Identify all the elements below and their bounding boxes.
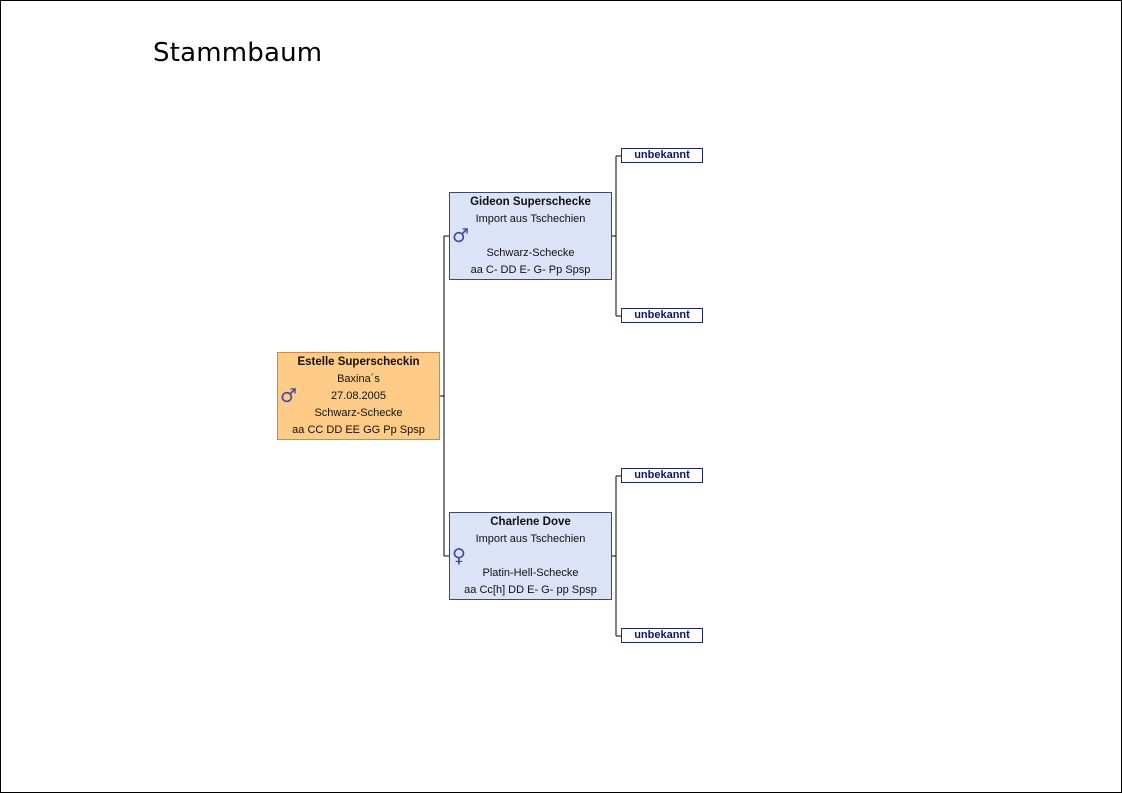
male-icon: ♂ [452, 225, 470, 247]
mother-color: Platin-Hell-Schecke [482, 567, 579, 579]
mother-name: Charlene Dove [490, 516, 571, 528]
root-birthdate: 27.08.2005 [330, 390, 387, 402]
grandparent-unknown-box[interactable]: unbekannt [621, 148, 703, 163]
grandparent-unknown-box[interactable]: unbekannt [621, 308, 703, 323]
root-name: Estelle Superscheckin [297, 356, 420, 368]
mother-birthdate [450, 548, 611, 565]
father-name: Gideon Superschecke [470, 196, 591, 208]
root-breeder: Baxina´s [337, 373, 380, 385]
father-birthdate [450, 228, 611, 245]
mother-genotype: aa Cc[h] DD E- G- pp Spsp [464, 584, 597, 596]
father-breeder: Import aus Tschechien [475, 213, 586, 225]
page-title: Stammbaum [153, 38, 323, 68]
male-icon: ♂ [280, 385, 298, 407]
father-box[interactable]: Gideon Superschecke Import aus Tschechie… [449, 192, 612, 280]
root-color: Schwarz-Schecke [314, 407, 403, 419]
grandparent-unknown-box[interactable]: unbekannt [621, 468, 703, 483]
father-genotype: aa C- DD E- G- Pp Spsp [470, 264, 591, 276]
root-animal-box[interactable]: Estelle Superscheckin Baxina´s 27.08.200… [277, 352, 440, 440]
mother-breeder: Import aus Tschechien [475, 533, 586, 545]
female-icon: ♀ [452, 545, 466, 567]
father-color: Schwarz-Schecke [486, 247, 575, 259]
grandparent-unknown-box[interactable]: unbekannt [621, 628, 703, 643]
root-genotype: aa CC DD EE GG Pp Spsp [292, 424, 425, 436]
mother-box[interactable]: Charlene Dove Import aus Tschechien Plat… [449, 512, 612, 600]
